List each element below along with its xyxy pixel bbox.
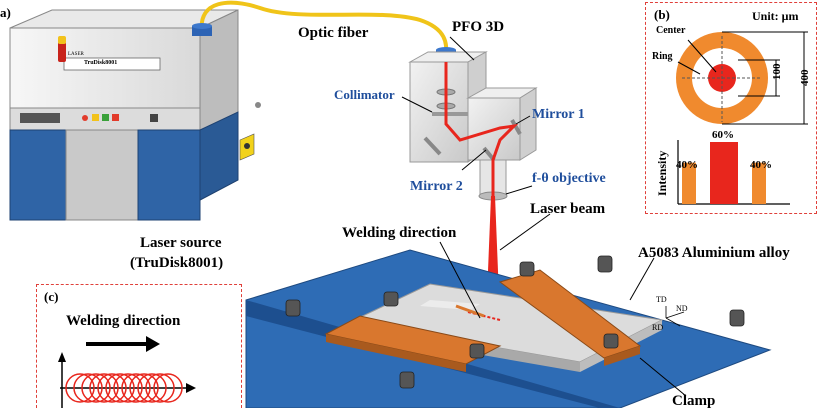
- mirror1-label: Mirror 1: [532, 107, 585, 122]
- collimator-label: Collimator: [334, 87, 395, 102]
- dim-100-label: 100: [771, 63, 783, 81]
- bar-label-center: 60%: [712, 129, 734, 141]
- ring-label: Ring: [652, 51, 673, 62]
- mirror2-label: Mirror 2: [410, 179, 463, 194]
- axes-indicator: [665, 306, 685, 327]
- alloy-label: A5083 Aluminium alloy: [638, 245, 790, 261]
- leader-lines: [401, 36, 687, 397]
- laser-beam: [487, 196, 499, 296]
- intensity-bars: [682, 142, 766, 204]
- laser-source-label: Laser source: [140, 235, 222, 251]
- intensity-bar-1: [710, 142, 738, 204]
- intensity-ylabel: Intensity: [655, 150, 669, 196]
- clamp-left: [324, 315, 502, 372]
- laser-beam-label: Laser beam: [530, 201, 606, 217]
- machine-model: TruDisk8001: [84, 60, 118, 66]
- panel-b: [676, 31, 808, 205]
- optic-fiber: [199, 0, 449, 56]
- dim-400-label: 400: [799, 69, 811, 87]
- pfo-head: [408, 51, 538, 201]
- panel-c-title: Welding direction: [66, 313, 181, 329]
- unit-label: Unit: μm: [752, 9, 799, 23]
- bolts: [285, 255, 745, 389]
- center-label: Center: [656, 25, 686, 36]
- panel-c-box: [36, 284, 242, 408]
- laser-beam-internal: [444, 62, 519, 196]
- welding-direction-label: Welding direction: [342, 225, 457, 241]
- laser-source-machine: [9, 9, 261, 221]
- laser-model-label: (TruDisk8001): [130, 255, 224, 271]
- panel-c: [58, 336, 196, 408]
- optic-fiber-label: Optic fiber: [298, 25, 369, 41]
- bar-label-right: 40%: [750, 159, 772, 171]
- bar-label-left: 40%: [676, 159, 698, 171]
- intensity-bar-0: [682, 162, 696, 204]
- clamp-label: Clamp: [672, 393, 716, 408]
- panel-b-label: (b): [654, 7, 670, 22]
- f-theta-label: f-θ objective: [532, 171, 606, 186]
- oscillation-circles: [65, 373, 183, 403]
- panel-a-label: a): [0, 5, 11, 20]
- panel-b-box: [645, 2, 817, 214]
- pfo-label: PFO 3D: [452, 19, 505, 35]
- machine-brand: LASER: [68, 52, 84, 57]
- intensity-bar-2: [752, 162, 766, 204]
- nd-label: ND: [676, 304, 688, 313]
- td-label: TD: [656, 295, 667, 304]
- rd-label: RD: [652, 323, 664, 332]
- fiber-connector-source: [192, 26, 212, 36]
- panel-c-label: (c): [44, 289, 59, 304]
